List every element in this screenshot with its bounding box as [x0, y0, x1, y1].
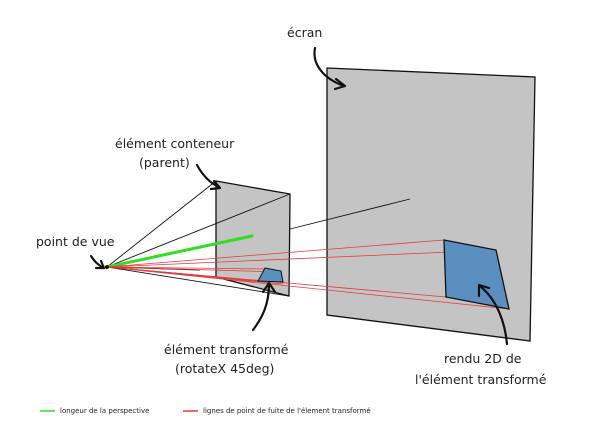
- transformed-label-line2: (rotateX 45deg): [175, 361, 274, 376]
- viewpoint-label: point de vue: [36, 234, 115, 249]
- render-label-line2: l'élément transformé: [415, 372, 547, 387]
- container-label-line1: élément conteneur: [115, 136, 235, 151]
- screen-label: écran: [287, 25, 322, 40]
- viewpoint-dot: [105, 265, 109, 269]
- screen-arrow: [313, 46, 346, 88]
- render-arrow: [478, 284, 509, 346]
- transformed-label-line1: élément transformé: [164, 342, 289, 357]
- rendered-element: [443, 239, 510, 310]
- legend-vanishing-lines: lignes de point de fuite de l'élement tr…: [203, 407, 371, 415]
- legend-perspective-length: longeur de la perspective: [60, 407, 149, 415]
- perspective-length-line: [105, 234, 254, 269]
- container-label-line2: (parent): [139, 155, 190, 170]
- transformed-arrow: [251, 282, 271, 332]
- legend: longeur de la perspective lignes de poin…: [40, 407, 371, 415]
- render-label-line1: rendu 2D de: [444, 351, 522, 366]
- annotation-arrows: [89, 46, 509, 346]
- transformed-element: [257, 267, 284, 283]
